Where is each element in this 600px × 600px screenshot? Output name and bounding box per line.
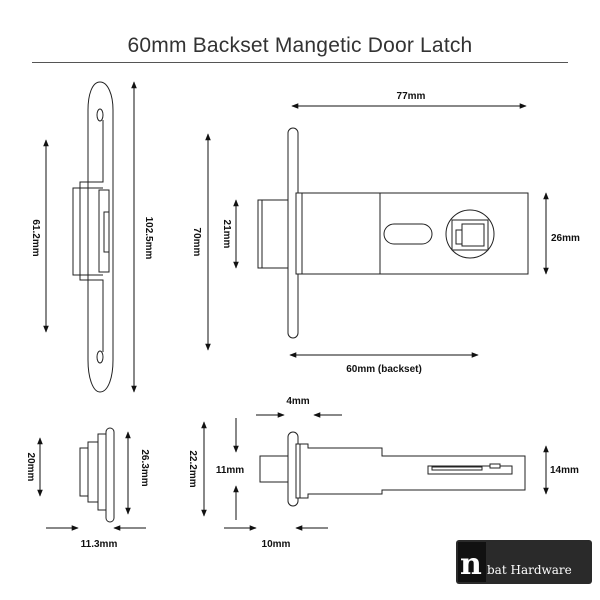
diagram-title: 60mm Backset Mangetic Door Latch xyxy=(127,34,473,57)
dim-cup-depth: 11.3mm xyxy=(81,539,118,550)
dim-cup-plate-height: 26.3mm xyxy=(139,449,150,486)
strike-plate-front-view xyxy=(72,81,114,393)
dim-overall-length: 77mm xyxy=(397,91,426,102)
strike-cup-side-view xyxy=(79,427,115,523)
dim-bolt-projection: 10mm xyxy=(262,539,291,550)
title-underline xyxy=(32,62,568,63)
dim-bolt-height: 21mm xyxy=(221,220,232,249)
dim-bolt-thickness: 11mm xyxy=(216,465,244,476)
dim-case-thickness: 14mm xyxy=(550,465,579,476)
dim-plate-outer-height: 102.5mm xyxy=(143,217,154,260)
dim-backset: 60mm (backset) xyxy=(346,364,422,375)
dim-cup-height: 20mm xyxy=(25,453,36,482)
latch-top-view xyxy=(259,431,526,507)
logo-text: bat Hardware xyxy=(487,563,572,577)
dim-body-height: 70mm xyxy=(191,228,202,257)
dim-front-offset: 4mm xyxy=(286,396,309,407)
latch-side-view xyxy=(257,127,529,339)
logo-letter: n xyxy=(460,547,482,582)
dim-side-plate-height: 22.2mm xyxy=(187,450,198,487)
dim-case-height: 26mm xyxy=(551,233,580,244)
brand-logo: n bat Hardware xyxy=(456,540,592,584)
dim-plate-inner-height: 61.2mm xyxy=(30,219,41,256)
